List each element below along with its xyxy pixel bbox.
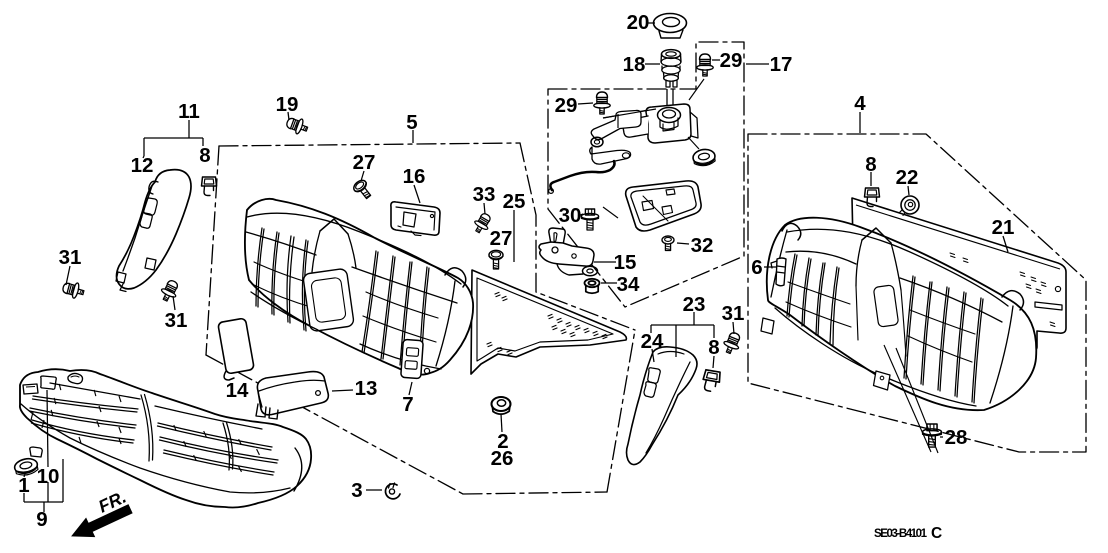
svg-text:33: 33	[473, 183, 496, 206]
svg-text:19: 19	[276, 93, 299, 116]
svg-text:18: 18	[623, 53, 646, 76]
svg-text:25: 25	[503, 190, 526, 213]
svg-text:31: 31	[59, 246, 82, 269]
svg-text:5: 5	[406, 111, 417, 134]
svg-text:16: 16	[403, 165, 426, 188]
svg-text:6: 6	[751, 256, 762, 279]
svg-text:30: 30	[559, 204, 582, 227]
svg-text:31: 31	[722, 302, 745, 325]
svg-text:20: 20	[627, 11, 650, 34]
svg-text:29: 29	[555, 94, 578, 117]
svg-text:24: 24	[641, 330, 664, 353]
svg-text:22: 22	[896, 166, 919, 189]
svg-text:9: 9	[36, 508, 47, 531]
svg-text:11: 11	[178, 100, 200, 123]
svg-text:4: 4	[854, 92, 866, 115]
svg-text:10: 10	[37, 465, 60, 488]
svg-text:32: 32	[691, 234, 714, 257]
svg-text:15: 15	[614, 251, 637, 274]
svg-text:14: 14	[226, 379, 249, 402]
svg-text:28: 28	[945, 426, 968, 449]
svg-text:23: 23	[683, 293, 706, 316]
svg-text:27: 27	[490, 227, 513, 250]
svg-text:29: 29	[720, 49, 743, 72]
svg-text:17: 17	[770, 53, 793, 76]
svg-text:26: 26	[491, 447, 514, 470]
svg-text:2: 2	[497, 430, 508, 453]
svg-text:21: 21	[992, 216, 1015, 239]
svg-text:31: 31	[165, 309, 188, 332]
svg-text:34: 34	[617, 273, 640, 296]
svg-text:13: 13	[355, 377, 378, 400]
svg-text:SE03-B4101: SE03-B4101	[874, 528, 928, 540]
svg-text:7: 7	[402, 393, 413, 416]
svg-text:3: 3	[351, 479, 362, 502]
svg-text:8: 8	[865, 153, 876, 176]
svg-text:8: 8	[199, 144, 210, 167]
svg-text:8: 8	[708, 336, 719, 359]
svg-text:1: 1	[18, 474, 29, 497]
svg-text:27: 27	[353, 151, 376, 174]
svg-text:12: 12	[131, 154, 154, 177]
svg-text:C: C	[931, 525, 942, 542]
